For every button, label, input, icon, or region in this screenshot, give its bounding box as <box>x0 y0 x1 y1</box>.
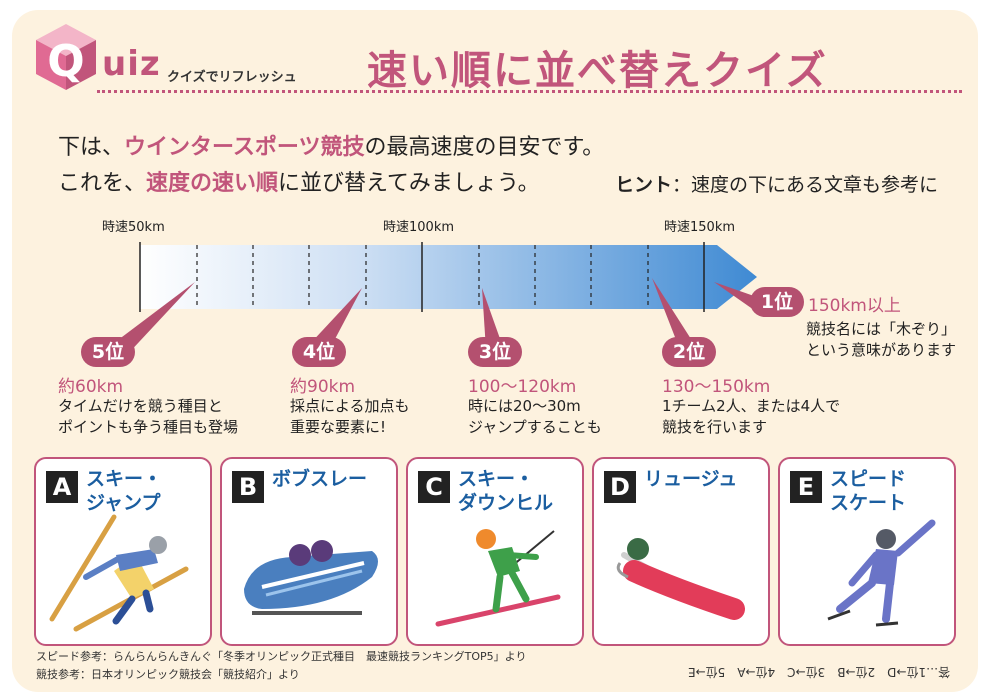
rank1-badge: 1位 <box>750 287 804 317</box>
sport-a-name: スキー・ジャンプ <box>86 468 163 514</box>
scale-label-150: 時速150km <box>664 220 736 235</box>
luge-icon <box>616 538 745 620</box>
speed-reference-note: スピード参考：らんらんらんきんぐ「冬季オリンピック正式種目 最速競技ランキングT… <box>36 650 527 663</box>
intro-text: 下は、ウインタースポーツ競技の最高速度の目安です。 これを、速度の速い順に並び替… <box>58 130 604 202</box>
rank4-description: 採点による加点も重要な要素に! <box>290 397 410 436</box>
rank2-description: 1チーム2人、または4人で競技を行います <box>662 397 841 436</box>
scale-label-50: 時速50km <box>102 220 165 235</box>
rank3-badge: 3位 <box>468 337 522 367</box>
rank2-badge: 2位 <box>662 337 716 367</box>
speed-bar <box>110 242 757 356</box>
sport-b-letter: B <box>232 471 264 503</box>
rank3-pointer <box>482 288 504 350</box>
rank4-speed: 約90km <box>290 377 356 397</box>
quiz-logo-letter: Q <box>47 36 84 87</box>
speed-gradient-arrow <box>140 245 757 309</box>
sport-a-letter: A <box>46 471 78 503</box>
intro-line-2: これを、速度の速い順に並び替えてみましょう。 <box>58 171 540 196</box>
quiz-logo-word: uiz <box>102 44 161 84</box>
quiz-cube-icon: Q <box>36 24 96 90</box>
hint-text: ヒント：速度の下にある文章も参考に <box>615 174 939 196</box>
rank1-description: 競技名には「木ぞり」という意味があります <box>806 320 957 359</box>
sport-card-c: C スキー・ダウンヒル <box>406 457 584 646</box>
ski-jumper-icon <box>49 514 189 632</box>
rank1-pointer <box>714 282 754 310</box>
sport-c-name: スキー・ダウンヒル <box>458 468 554 514</box>
page-title: 速い順に並べ替えクイズ <box>367 48 828 94</box>
quiz-logo-sub: クイズでリフレッシュ <box>167 70 297 85</box>
rank3-speed: 100～120km <box>468 377 577 397</box>
sport-b-name: ボブスレー <box>272 468 368 490</box>
quiz-card: Q uiz クイズでリフレッシュ 速い順に並べ替えクイズ 下は、ウインタースポー… <box>12 10 978 692</box>
answer-upside-down: 答…1位→D 2位→B 3位→C 4位→A 5位→E <box>688 665 951 679</box>
sport-reference-note: 競技参考：日本オリンピック競技会「競技紹介」より <box>36 668 300 681</box>
rank5-description: タイムだけを競う種目とポイントも争う種目も登場 <box>58 397 239 436</box>
rank2-pointer <box>652 278 698 350</box>
sport-c-letter: C <box>418 471 450 503</box>
downhill-skier-icon <box>435 529 561 627</box>
bobsled-icon <box>244 540 378 615</box>
sport-card-b: B ボブスレー <box>220 457 398 646</box>
scale-label-100: 時速100km <box>383 220 455 235</box>
title-underline <box>97 90 962 93</box>
speed-skater-icon <box>827 519 936 627</box>
sport-card-a: A スキー・ジャンプ <box>34 457 212 646</box>
sport-e-letter: E <box>790 471 822 503</box>
rank4-badge: 4位 <box>292 337 346 367</box>
sport-card-e: E スピードスケート <box>778 457 956 646</box>
sport-card-d: D リュージュ <box>592 457 770 646</box>
intro-line-1: 下は、ウインタースポーツ競技の最高速度の目安です。 <box>58 135 605 160</box>
rank2-speed: 130～150km <box>662 377 771 397</box>
rank5-speed: 約60km <box>58 377 124 397</box>
rank1-speed: 150km以上 <box>808 296 901 316</box>
sport-d-name: リュージュ <box>644 468 738 490</box>
rank5-badge: 5位 <box>81 337 135 367</box>
sport-d-letter: D <box>604 471 636 503</box>
rank5-pointer <box>110 282 195 356</box>
sport-e-name: スピードスケート <box>830 468 907 514</box>
